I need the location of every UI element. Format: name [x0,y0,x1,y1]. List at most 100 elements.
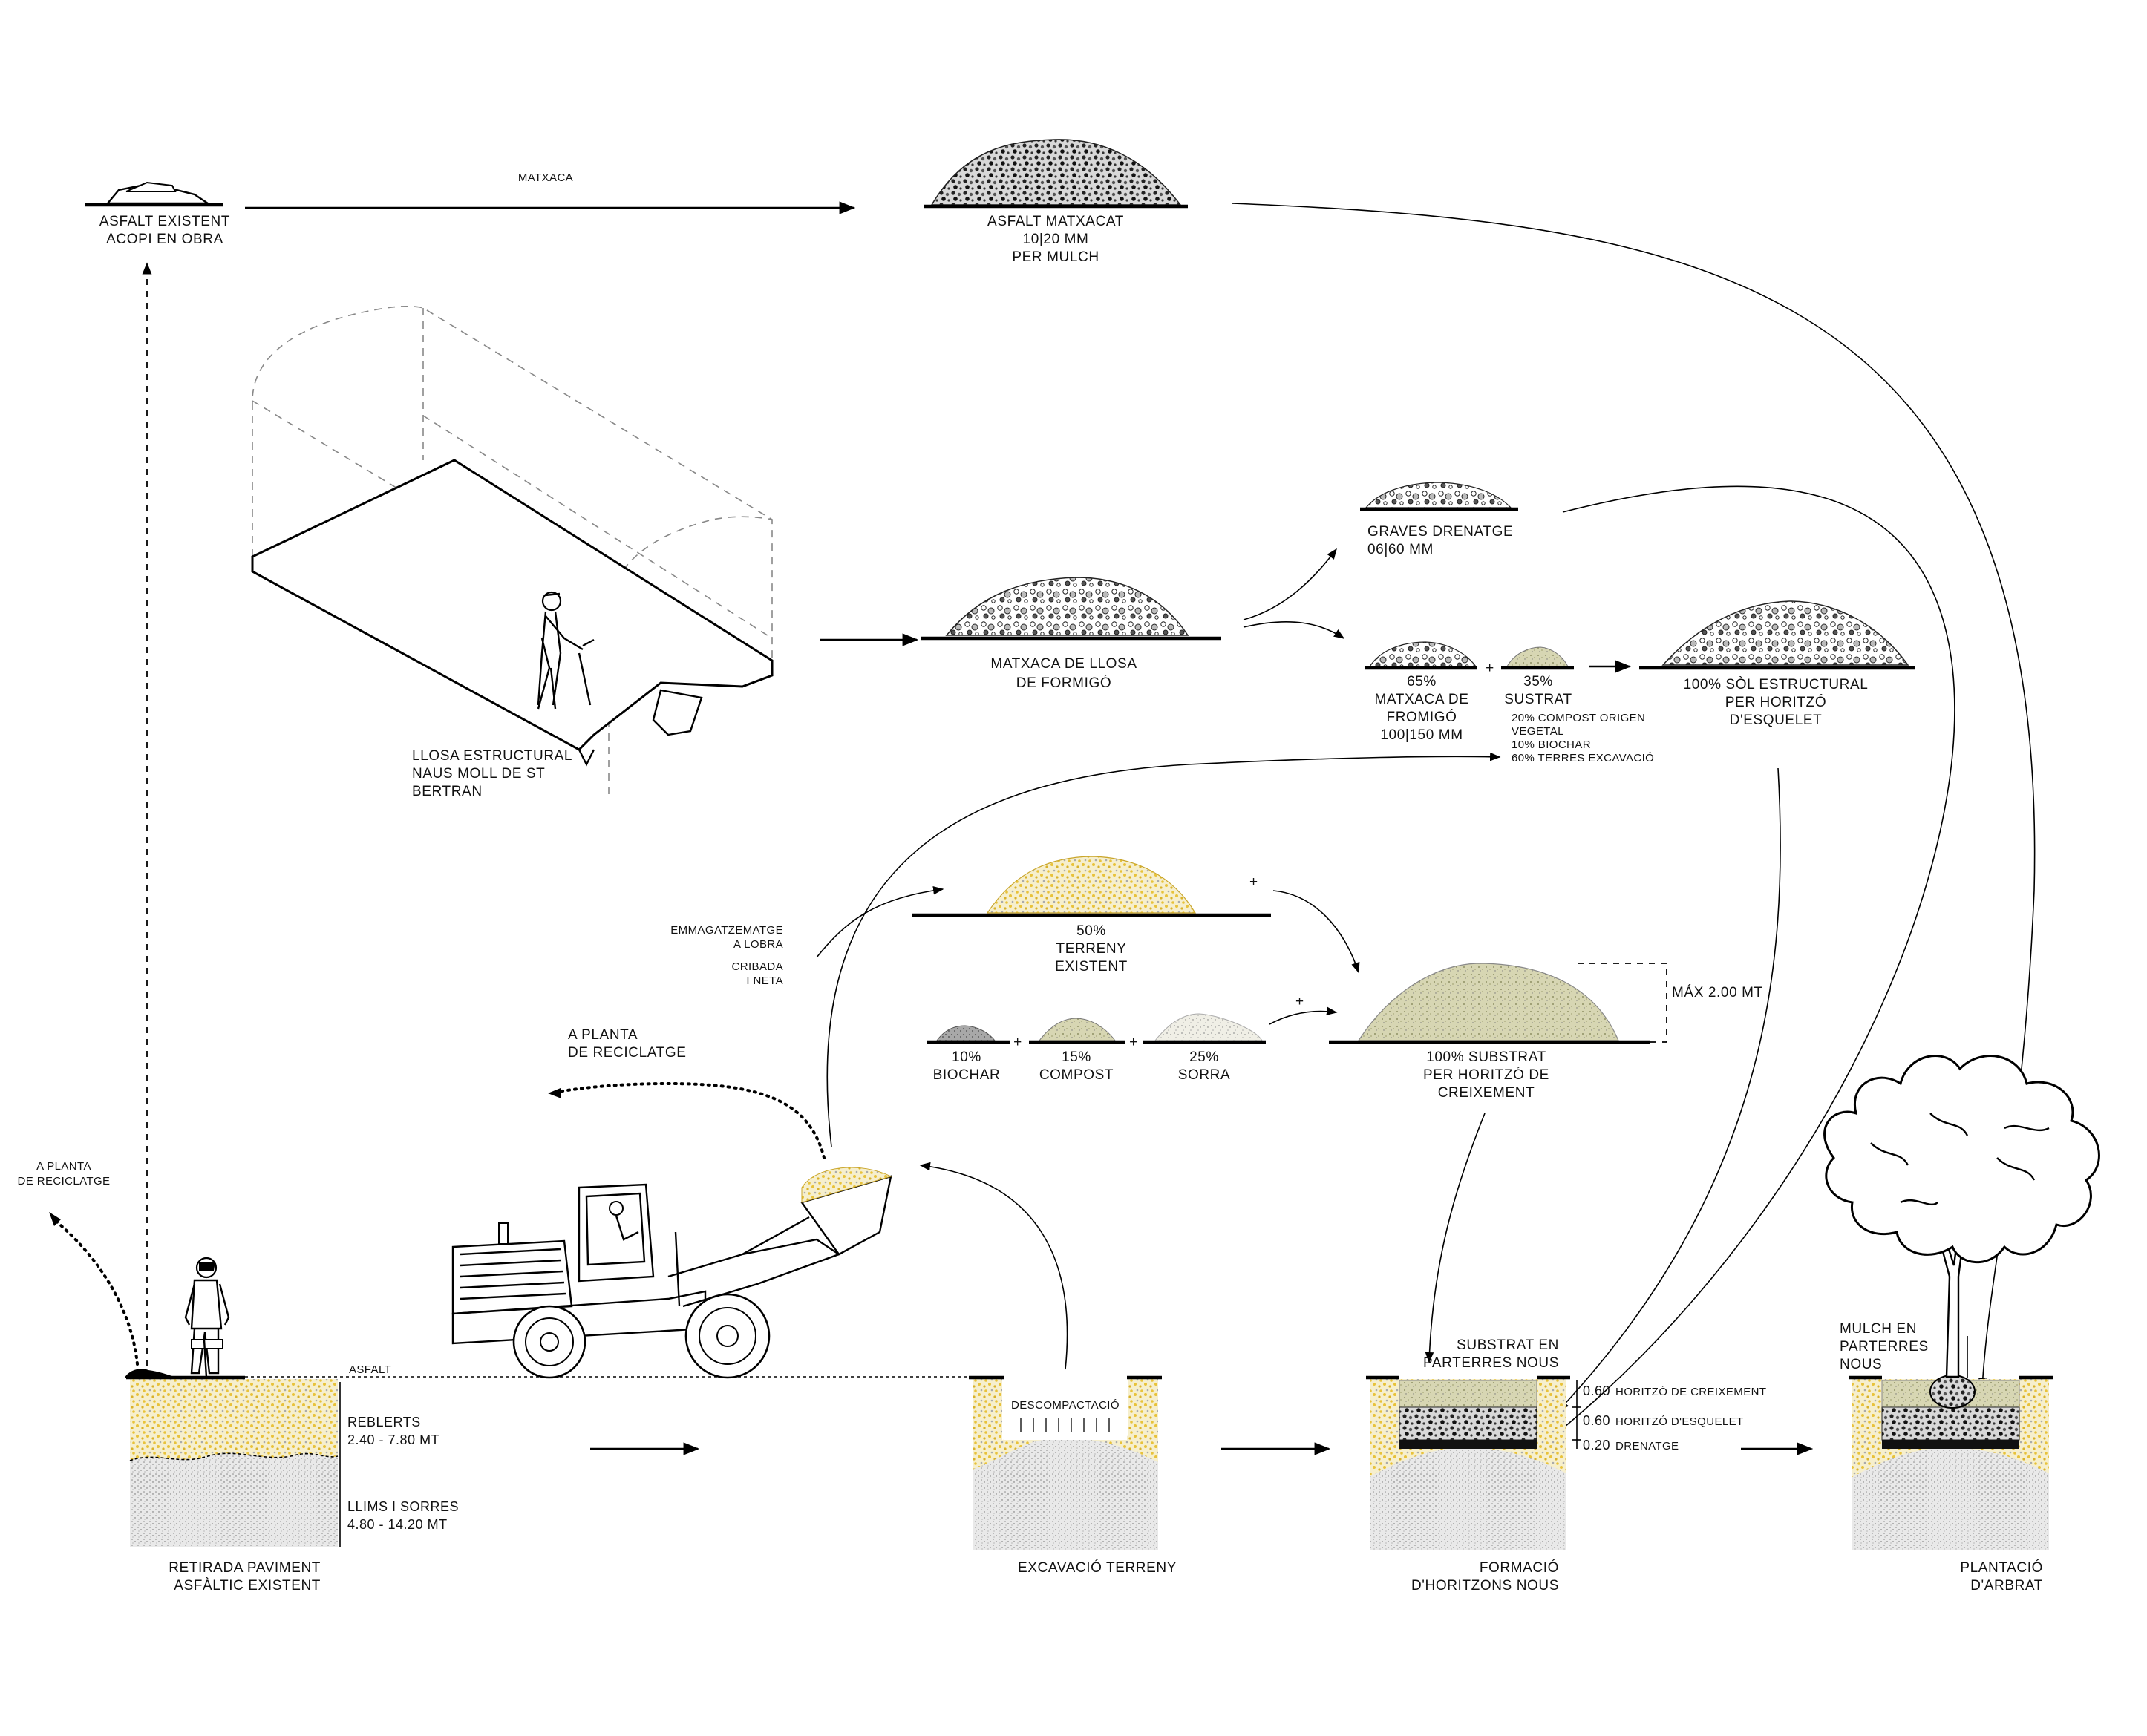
sol-estructural-pile [1661,600,1909,666]
planta-reciclatge-1-label-1: A PLANTA [36,1160,91,1173]
mulch-label-1: MULCH EN [1840,1321,1917,1337]
asfalt-matxacat-label-3: PER MULCH [1012,249,1099,265]
soil-block-plantacio [1849,1375,2053,1550]
horizon-legend: 0.60 HORITZÓ DE CREIXEMENT 0.60 HORITZÓ … [1583,1383,1766,1452]
matxaca-llosa-label-1: MATXACA DE LLOSA [990,656,1137,672]
dotted-to-recycling-1 [54,1219,139,1366]
sol-to-esquelet-curve [1558,767,1781,1412]
terreny-pile [986,856,1197,914]
slab-shape [251,459,774,751]
asfalt-existent-label-2: ACOPI EN OBRA [106,232,223,247]
llims-label-1: LLIMS I SORRES [347,1499,459,1514]
retirada-label-2: ASFÀLTIC EXISTENT [174,1578,321,1593]
excavacio-to-loader-curve [919,1162,1068,1370]
emmagatzematge-label-1: EMMAGATZEMATGE [670,924,783,937]
soil-block-1 [126,1375,339,1547]
sol-estructural-label-3: D'ESQUELET [1730,713,1823,728]
substrat-pile [1357,963,1619,1041]
asfalt-level-label: ASFALT [349,1363,391,1376]
mulch-label-3: NOUS [1840,1357,1882,1372]
tree-icon [1823,1055,2100,1378]
matxaca-65-label-2: MATXACA DE [1374,692,1468,707]
matxaca-65-label-1: 65% [1407,674,1437,690]
compost-label-1: 15% [1062,1049,1091,1065]
horizon-3-name: DRENATGE [1615,1440,1679,1452]
sol-estructural-label-2: PER HORITZÓ [1725,694,1826,710]
matxaca-llosa-label-2: DE FORMIGÓ [1016,675,1111,691]
biochar-group: 10% BIOCHAR [927,1025,1010,1083]
llims-label-2: 4.80 - 14.20 MT [347,1517,448,1532]
emmagatzematge-label-2: A LOBRA [733,938,783,951]
emmagatzematge-to-terreny-curve [816,886,944,958]
reblerts-label-1: REBLERTS [347,1415,421,1429]
graves-label-1: GRAVES DRENATGE [1367,524,1513,540]
substrat-100-label-3: CREIXEMENT [1438,1085,1535,1101]
asfalt-existent-label-1: ASFALT EXISTENT [99,214,230,229]
soil-block-formacio [1366,1375,1570,1550]
asfalt-matxacat-label-2: 10|20 MM [1023,232,1089,247]
asfalt-matxacat-label-1: ASFALT MATXACAT [987,214,1124,229]
max-height-label: MÁX 2.00 MT [1672,985,1763,1000]
matxaca-label: MATXACA [518,171,573,184]
sorra-group: 25% SORRA [1143,1013,1266,1083]
substrat-to-parterres-curve [1425,1113,1486,1363]
horizon-2-value: 0.60 [1583,1413,1610,1428]
substrat-100-label-2: PER HORITZÓ DE [1423,1067,1549,1083]
terreny-to-substrat-arrow [1272,890,1360,974]
horizon-1-value: 0.60 [1583,1383,1610,1398]
sustrat-comp-4: 60% TERRES EXCAVACIÓ [1512,752,1654,764]
plus-sign-5: + [1295,994,1304,1009]
plantacio-label-1: PLANTACIÓ [1960,1559,2043,1576]
terreny-50-group: 50% TERRENY EXISTENT [912,856,1271,975]
arrow-to-graves [1243,548,1337,620]
sustrat-comp-3: 10% BIOCHAR [1512,738,1591,751]
horizon-3-value: 0.20 [1583,1438,1610,1452]
asfalt-removed-pieces [125,1369,177,1378]
plus-sign-3: + [1013,1035,1022,1050]
terreny-50-label-3: EXISTENT [1055,959,1128,975]
compost-group: 15% COMPOST [1029,1018,1125,1083]
matxaca-65-group: 65% MATXACA DE FROMIGÓ 100|150 MM [1365,641,1477,743]
emmagatzematge-label-3: CRIBADA [732,960,783,973]
graves-pile [1365,482,1512,508]
descompactacio-label: DESCOMPACTACIÓ [1011,1399,1120,1412]
graves-to-drenatge-curve [1543,485,1955,1444]
asfalt-matxacat-group: ASFALT MATXACAT 10|20 MM PER MULCH [924,139,1188,265]
formacio-label-2: D'HORITZONS NOUS [1411,1578,1559,1593]
asfalt-matxacat-pile [930,139,1182,206]
compost-label-2: COMPOST [1039,1067,1114,1083]
horizon-2-name: HORITZÓ D'ESQUELET [1615,1415,1744,1428]
asfalt-existent-group: ASFALT EXISTENT ACOPI EN OBRA [85,181,230,247]
dotted-to-recycling-2 [552,1081,826,1159]
worker-standing-icon [125,1257,230,1378]
llosa-label-2: NAUS MOLL DE ST [412,766,545,782]
matxaca-65-label-4: 100|150 MM [1380,727,1463,743]
graves-label-2: 06|60 MM [1367,542,1434,557]
plantacio-label-2: D'ARBRAT [1970,1578,2043,1593]
excavacio-label: EXCAVACIÓ TERRENY [1018,1559,1177,1576]
matxaca-65-label-3: FROMIGÓ [1387,709,1457,725]
arrow-to-matxaca-65 [1243,620,1345,639]
horizon-esquelet [1399,1406,1537,1441]
plus-sign-1: + [1486,661,1494,676]
biochar-label-1: 10% [952,1049,981,1065]
sustrat-comp-1: 20% COMPOST ORIGEN [1512,712,1645,724]
sorra-label-1: 25% [1189,1049,1219,1065]
mulch-label-2: PARTERRES [1840,1339,1929,1355]
reblerts-label-2: 2.40 - 7.80 MT [347,1432,439,1447]
formacio-label-1: FORMACIÓ [1480,1559,1559,1576]
emmagatzematge-to-sustrat-curve [826,752,1501,1147]
sustrat-35-label-1: 35% [1523,674,1553,690]
graves-group: GRAVES DRENATGE 06|60 MM [1360,482,1518,557]
sustrat-comp-2: VEGETAL [1512,725,1564,738]
root-ball-icon [1929,1375,1976,1409]
plus-sign-4: + [1129,1035,1138,1050]
sorra-label-2: SORRA [1178,1067,1231,1083]
soil-block-excavacio: DESCOMPACTACIÓ [969,1375,1162,1550]
terreny-50-label-2: TERRENY [1056,941,1127,957]
llosa-label-1: LLOSA ESTRUCTURAL [412,748,572,764]
substrat-100-label-1: 100% SUBSTRAT [1426,1049,1546,1065]
retirada-label-1: RETIRADA PAVIMENT [169,1560,321,1576]
horizon-1-name: HORITZÓ DE CREIXEMENT [1615,1386,1766,1398]
